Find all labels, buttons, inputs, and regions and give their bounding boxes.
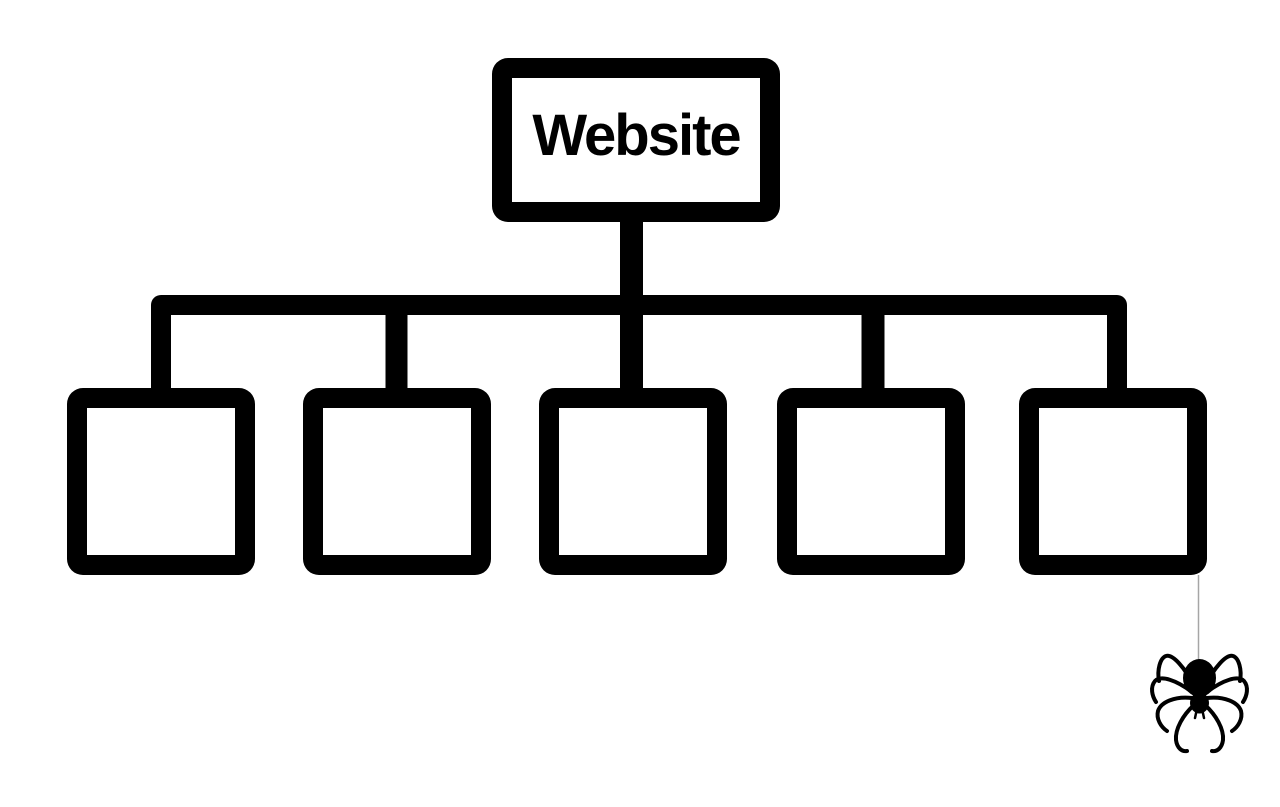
root-node-label: Website	[532, 103, 741, 168]
spider-icon	[1150, 653, 1249, 754]
child-node-2	[303, 388, 491, 575]
child-node-4	[777, 388, 965, 575]
connector-bar	[151, 295, 1127, 400]
child-node-1	[67, 388, 255, 575]
root-node-website: Website	[492, 58, 780, 222]
child-node-3	[539, 388, 727, 575]
child-node-5	[1019, 388, 1207, 575]
